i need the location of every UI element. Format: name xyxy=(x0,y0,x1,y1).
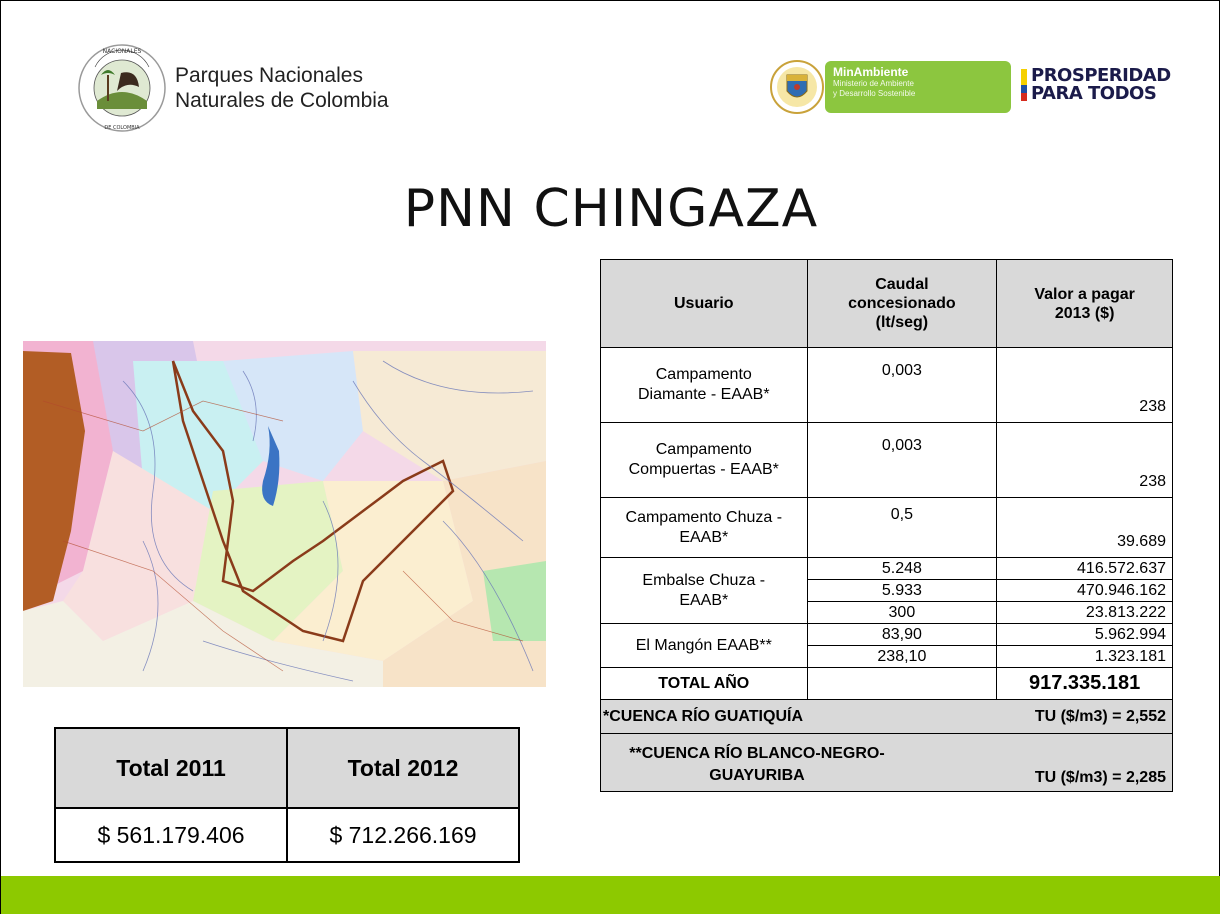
table-row: Campamento Compuertas - EAAB* 0,003 238 xyxy=(600,422,1173,498)
valor-cell: 416.572.637 xyxy=(996,557,1173,580)
minambiente-sub1: Ministerio de Ambiente xyxy=(833,79,914,88)
total-value: 917.335.181 xyxy=(996,667,1173,700)
header-caudal: Caudal concesionado (lt/seg) xyxy=(806,259,998,348)
usuario-cell: Embalse Chuza - EAAB* xyxy=(600,557,808,624)
minambiente-sub2: y Desarrollo Sostenible xyxy=(833,89,916,98)
totals-value-2011: $ 561.179.406 xyxy=(54,807,288,863)
valor-cell: 23.813.222 xyxy=(996,601,1173,624)
cuenca-guatiquia-name: *CUENCA RÍO GUATIQUÍA xyxy=(603,707,803,725)
table-row: Campamento Chuza - EAAB* 0,5 39.689 xyxy=(600,497,1173,558)
cuenca-guatiquia-tu: TU ($/m3) = 2,552 xyxy=(1034,707,1166,725)
valor-cell: 39.689 xyxy=(996,497,1173,558)
totals-table: Total 2011 Total 2012 $ 561.179.406 $ 71… xyxy=(54,727,520,863)
minambiente-logo: MinAmbiente Ministerio de Ambiente y Des… xyxy=(825,61,1011,113)
organization-name: Parques Nacionales Naturales de Colombia xyxy=(175,63,389,113)
usuario-cell: Campamento Diamante - EAAB* xyxy=(600,347,808,423)
prosperidad-logo: PROSPERIDAD PARA TODOS xyxy=(1021,67,1171,107)
caudal-cell: 0,003 xyxy=(806,347,998,423)
usuario-cell: Campamento Compuertas - EAAB* xyxy=(600,422,808,498)
total-empty-cell xyxy=(806,667,998,700)
park-map-image xyxy=(23,341,546,687)
valor-cell: 470.946.162 xyxy=(996,579,1173,602)
table-row: 5.933 470.946.162 xyxy=(601,579,1173,602)
prosperidad-line2: PARA TODOS xyxy=(1031,83,1157,104)
table-row: Embalse Chuza - EAAB* 5.248 416.572.637 xyxy=(600,557,1173,624)
concessions-table: Usuario Caudal concesionado (lt/seg) Val… xyxy=(600,259,1173,792)
government-logos: MinAmbiente Ministerio de Ambiente y Des… xyxy=(769,59,1171,115)
usuario-line2: EAAB* xyxy=(679,591,729,609)
usuario-line1: Campamento xyxy=(655,366,752,383)
prosperidad-line1: PROSPERIDAD xyxy=(1031,65,1171,86)
minambiente-title: MinAmbiente xyxy=(833,65,909,79)
cuenca-blanco-name-line2: GUAYURIBA xyxy=(709,767,805,784)
slide-title: PNN CHINGAZA xyxy=(403,179,819,239)
usuario-line1: Campamento xyxy=(655,441,752,458)
table-row: Campamento Diamante - EAAB* 0,003 238 xyxy=(600,347,1173,423)
footer-bar xyxy=(1,876,1220,914)
header-usuario: Usuario xyxy=(600,259,808,348)
caudal-cell: 0,003 xyxy=(806,422,998,498)
header-valor-line1: Valor a pagar xyxy=(1034,285,1135,303)
caudal-cell: 300 xyxy=(806,601,998,624)
header-caudal-line1: Caudal xyxy=(875,276,929,293)
valor-cell: 238 xyxy=(996,347,1173,423)
totals-header-2011: Total 2011 xyxy=(54,727,288,809)
usuario-line1: Embalse Chuza - xyxy=(642,571,766,589)
svg-text:DE COLOMBIA: DE COLOMBIA xyxy=(104,125,140,131)
org-name-line2: Naturales de Colombia xyxy=(175,89,389,112)
cuenca-row: **CUENCA RÍO BLANCO-NEGRO- GUAYURIBA TU … xyxy=(600,733,1173,792)
caudal-cell: 83,90 xyxy=(806,623,998,646)
header-caudal-line3: (lt/seg) xyxy=(875,314,929,331)
cuenca-row: *CUENCA RÍO GUATIQUÍA TU ($/m3) = 2,552 xyxy=(600,699,1173,734)
header-valor-line2: 2013 ($) xyxy=(1054,304,1115,322)
usuario-cell: El Mangón EAAB** xyxy=(600,623,808,668)
header-valor: Valor a pagar 2013 ($) xyxy=(996,259,1173,348)
valor-cell: 238 xyxy=(996,422,1173,498)
table-row: El Mangón EAAB** 83,90 5.962.994 xyxy=(600,623,1173,668)
caudal-cell: 238,10 xyxy=(806,645,998,668)
colombia-flag-icon xyxy=(1021,69,1027,101)
usuario-line2: Compuertas - EAAB* xyxy=(628,461,779,478)
usuario-cell: Campamento Chuza - EAAB* xyxy=(600,497,808,558)
valor-cell: 5.962.994 xyxy=(996,623,1173,646)
svg-text:NACIONALES: NACIONALES xyxy=(103,48,142,55)
colombia-shield-icon xyxy=(770,60,824,114)
total-row: TOTAL AÑO 917.335.181 xyxy=(600,667,1173,700)
cuenca-blanco-tu: TU ($/m3) = 2,285 xyxy=(1034,769,1166,786)
caudal-cell: 5.933 xyxy=(806,579,998,602)
valor-cell: 1.323.181 xyxy=(996,645,1173,668)
usuario-line2: EAAB* xyxy=(679,528,729,546)
cuenca-blanco-name-line1: **CUENCA RÍO BLANCO-NEGRO- xyxy=(629,745,885,762)
caudal-cell: 5.248 xyxy=(806,557,998,580)
parques-nacionales-logo: NACIONALES DE COLOMBIA xyxy=(78,44,166,132)
caudal-cell: 0,5 xyxy=(806,497,998,558)
header-caudal-line2: concesionado xyxy=(848,295,956,312)
total-label: TOTAL AÑO xyxy=(600,667,808,700)
org-name-line1: Parques Nacionales xyxy=(175,64,363,87)
totals-header-2012: Total 2012 xyxy=(286,727,520,809)
totals-value-2012: $ 712.266.169 xyxy=(286,807,520,863)
usuario-line2: Diamante - EAAB* xyxy=(637,386,770,403)
table-row: 238,10 1.323.181 xyxy=(601,645,1173,668)
usuario-line1: Campamento Chuza - xyxy=(625,508,783,526)
